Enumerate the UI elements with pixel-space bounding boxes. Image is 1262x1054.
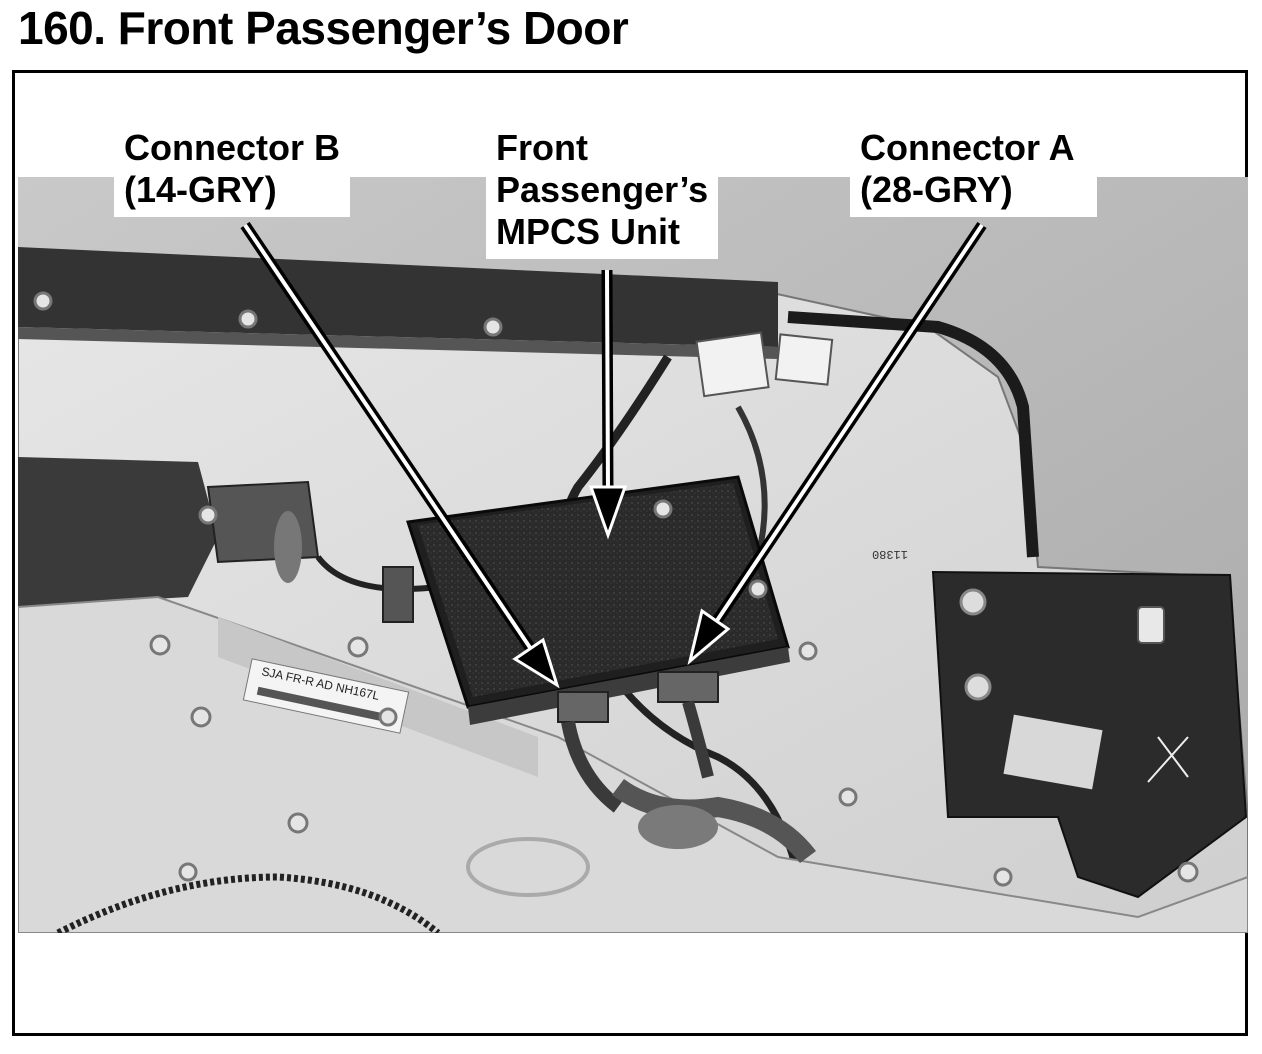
callout-connector-a-name: Connector A xyxy=(860,127,1075,168)
callout-connector-a: Connector A (28-GRY) xyxy=(850,125,1097,217)
callout-mpcs-line3: MPCS Unit xyxy=(496,211,680,252)
door-illustration: SJA FR-R AD NH167L 11380 xyxy=(18,177,1248,933)
page-title: 160. Front Passenger’s Door xyxy=(18,2,629,54)
callout-connector-b-spec: (14-GRY) xyxy=(124,169,277,210)
callout-mpcs-line1: Front xyxy=(496,127,588,168)
figure-frame: SJA FR-R AD NH167L 11380 xyxy=(12,70,1248,1036)
small-tag-text: 11380 xyxy=(872,547,908,561)
door-photo: SJA FR-R AD NH167L 11380 xyxy=(18,177,1248,933)
callout-connector-b-name: Connector B xyxy=(124,127,340,168)
callout-connector-b: Connector B (14-GRY) xyxy=(114,125,350,217)
callout-connector-a-spec: (28-GRY) xyxy=(860,169,1013,210)
callout-mpcs-unit: Front Passenger’s MPCS Unit xyxy=(486,125,719,259)
callout-mpcs-line2: Passenger’s xyxy=(496,169,709,210)
